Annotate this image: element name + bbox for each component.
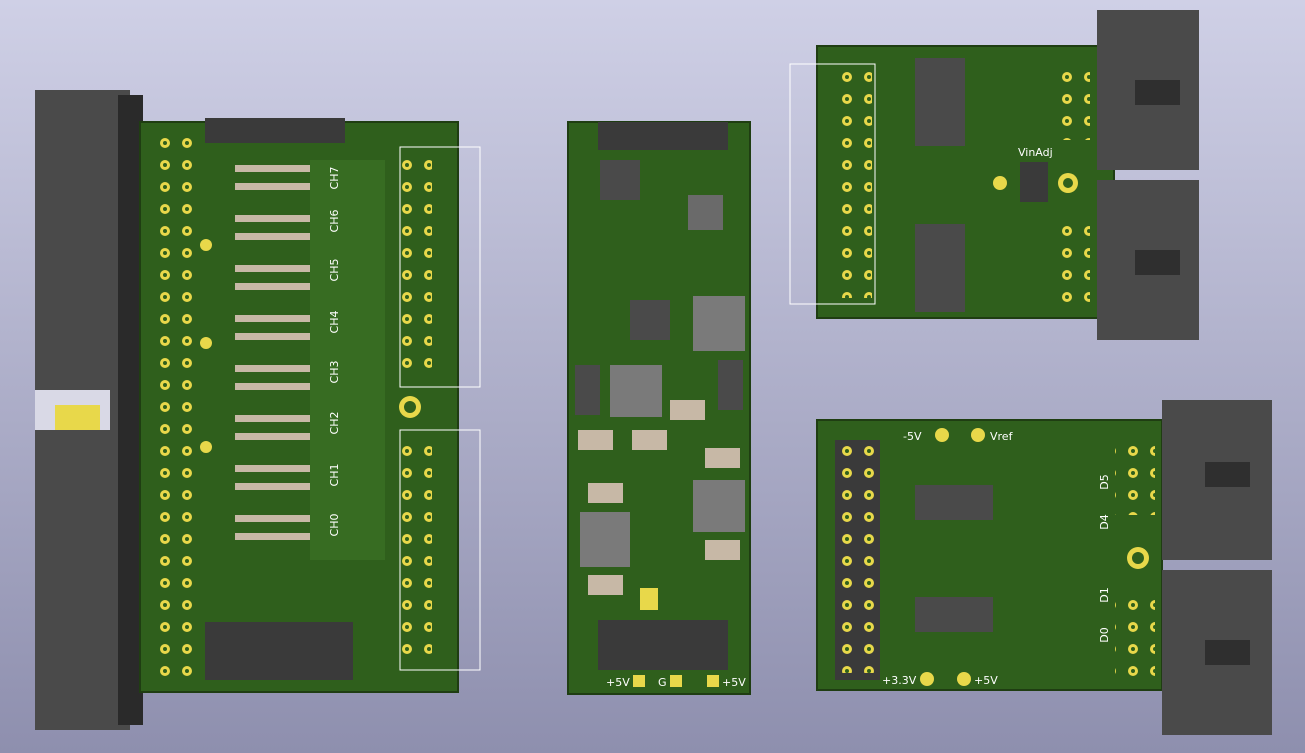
- d0-label: D0: [1098, 627, 1111, 642]
- power-top-header: [598, 122, 728, 150]
- minus5v-label: -5V: [903, 430, 922, 443]
- ch6-label: CH6: [328, 210, 341, 233]
- vinadj-label: VinAdj: [1018, 146, 1053, 159]
- ic-regulator: [600, 160, 640, 200]
- dac-pin-header: [840, 445, 876, 673]
- plus3v3-label: +3.3V: [882, 674, 917, 687]
- ic-qfn: [688, 195, 723, 230]
- vref-label: Vref: [990, 430, 1014, 443]
- dac-board: -5V Vref +3.3V +5V D5 D4 D1 D0: [816, 400, 1272, 735]
- ch7-label: CH7: [328, 167, 341, 190]
- power-bottom-header: [598, 620, 728, 670]
- adc-channel-labels: CH7 CH6 CH5 CH4 CH3 CH2 CH1 CH0: [328, 167, 341, 537]
- vin-board: VinAdj: [789, 10, 1199, 340]
- adc-board: CH7 CH6 CH5 CH4 CH3 CH2 CH1 CH0: [35, 90, 481, 730]
- vin-ic-bottom: [915, 224, 965, 312]
- ch4-label: CH4: [328, 311, 341, 334]
- d1-label: D1: [1098, 587, 1111, 602]
- adc-top-socket: [205, 118, 345, 143]
- ch2-label: CH2: [328, 412, 341, 435]
- adc-right-header-bottom: [396, 435, 432, 665]
- inductor-2: [610, 365, 662, 417]
- inductor-4: [580, 512, 630, 567]
- vin-pin-header: [842, 62, 872, 298]
- power-board: +5V G +5V: [567, 121, 751, 695]
- ic-controller: [630, 300, 670, 340]
- dac-ic-top: [915, 485, 993, 520]
- inductor-1: [693, 296, 745, 351]
- gnd-label: G: [658, 676, 667, 689]
- adc-passive-arrays: [235, 165, 310, 540]
- plus5v-left-label: +5V: [606, 676, 630, 689]
- ch1-label: CH1: [328, 464, 341, 487]
- power-capacitors: [578, 400, 740, 595]
- adc-bottom-socket: [205, 622, 353, 680]
- ch5-label: CH5: [328, 259, 341, 282]
- d4-label: D4: [1098, 514, 1111, 529]
- vinadj-jumper: [1020, 162, 1048, 202]
- vin-ic-top: [915, 58, 965, 146]
- plus5v-right-label: +5V: [722, 676, 746, 689]
- ch0-label: CH0: [328, 514, 341, 537]
- d5-label: D5: [1098, 474, 1111, 489]
- dac-ic-bottom: [915, 597, 993, 632]
- inductor-3: [693, 480, 745, 532]
- adc-left-pin-columns: [148, 130, 192, 680]
- plus5v-dac-label: +5V: [974, 674, 998, 687]
- adc-right-header-top: [396, 150, 432, 380]
- ch3-label: CH3: [328, 361, 341, 384]
